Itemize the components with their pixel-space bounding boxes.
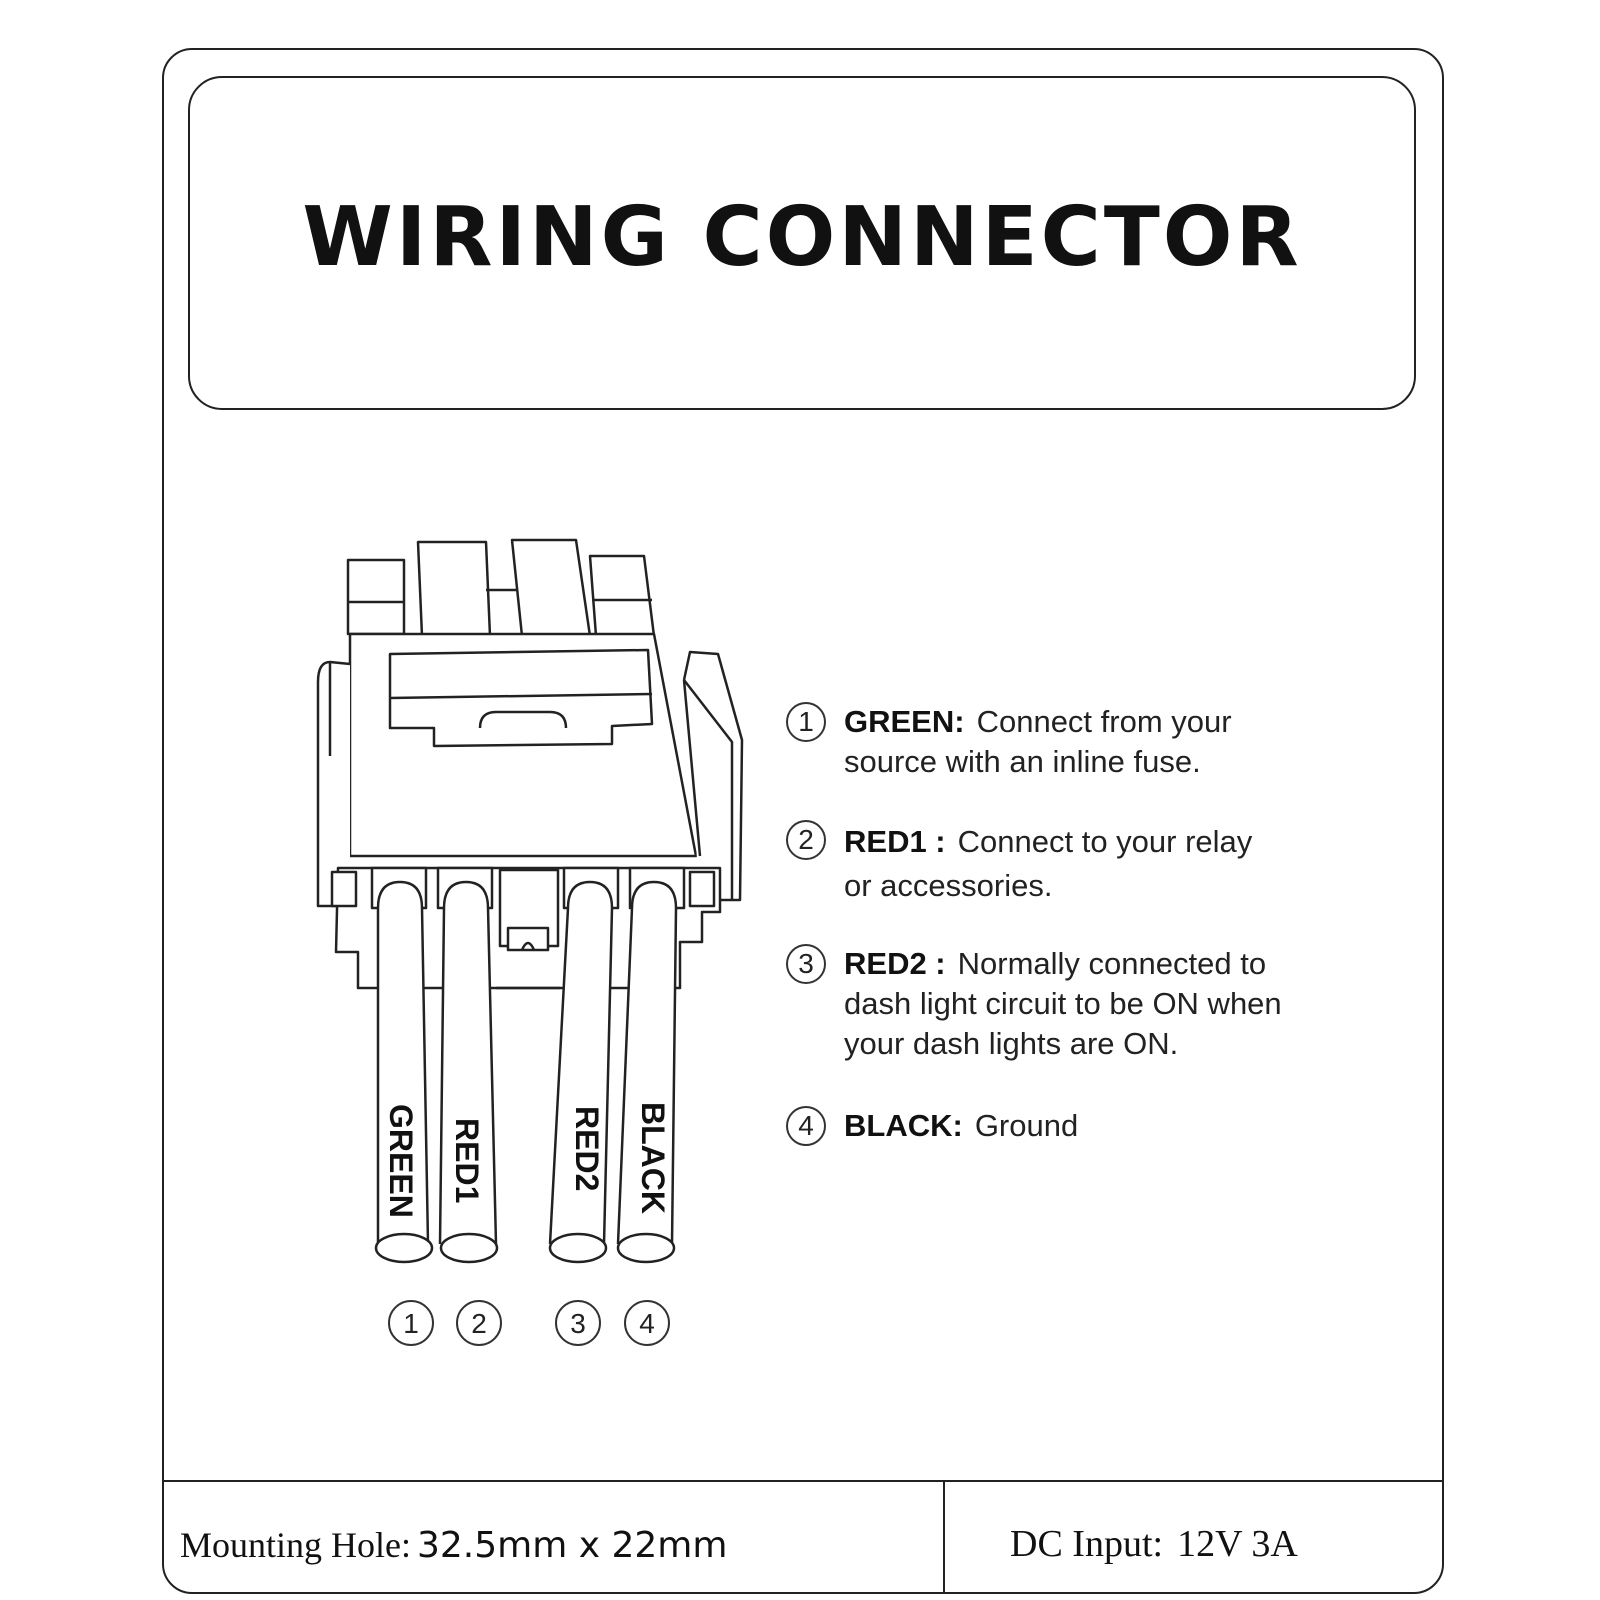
wire-label-red2: RED2 [569,1106,605,1191]
mounting-hole-spec: Mounting Hole:32.5mm x 22mm [180,1524,727,1566]
connector-housing [316,632,744,908]
wire-number-1: 1 [403,1308,419,1339]
wire-red2 [548,866,620,1264]
wire-numbers [388,1300,670,1346]
legend-key: RED2 : [844,946,946,981]
wire-label-black: BLACK [635,1102,671,1214]
dc-input-value: 12V 3A [1177,1523,1298,1565]
legend-number: 1 [786,702,826,742]
legend-number: 2 [786,820,826,860]
wire-green [370,866,434,1264]
legend-key: RED1 : [844,824,946,859]
legend-number: 4 [786,1106,826,1146]
wire-number-2: 2 [471,1308,487,1339]
page-title: WIRING CONNECTOR [302,189,1302,285]
legend-number: 3 [786,944,826,984]
footer-divider [943,1482,945,1594]
legend-desc: Connect to your relay or accessories. [844,824,1253,903]
wire-label-green: GREEN [383,1104,419,1218]
wire-red1 [436,866,499,1264]
spec-footer: Mounting Hole:32.5mm x 22mm DC Input: 12V… [162,1480,1444,1594]
dc-input-spec: DC Input: 12V 3A [1010,1522,1298,1566]
connector-lower-body [330,866,722,990]
outer-frame [162,48,1444,1594]
wire-label-red1: RED1 [449,1118,485,1203]
mounting-hole-label: Mounting Hole: [180,1525,411,1565]
connector-top-latches [346,538,656,638]
wires [370,866,686,1264]
legend-desc: Ground [974,1108,1079,1143]
legend-key: GREEN: [844,704,965,739]
wire-black [616,866,686,1264]
wire-number-3: 3 [570,1308,586,1339]
wire-number-4: 4 [639,1308,655,1339]
legend-desc: Normally connected to dash light circuit… [844,946,1282,1061]
mounting-hole-value: 32.5mm x 22mm [417,1525,728,1566]
legend-desc: Connect from your source with an inline … [844,704,1232,779]
title-box: WIRING CONNECTOR [188,76,1416,410]
legend-key: BLACK: [844,1108,963,1143]
dc-input-label: DC Input: [1010,1523,1164,1565]
